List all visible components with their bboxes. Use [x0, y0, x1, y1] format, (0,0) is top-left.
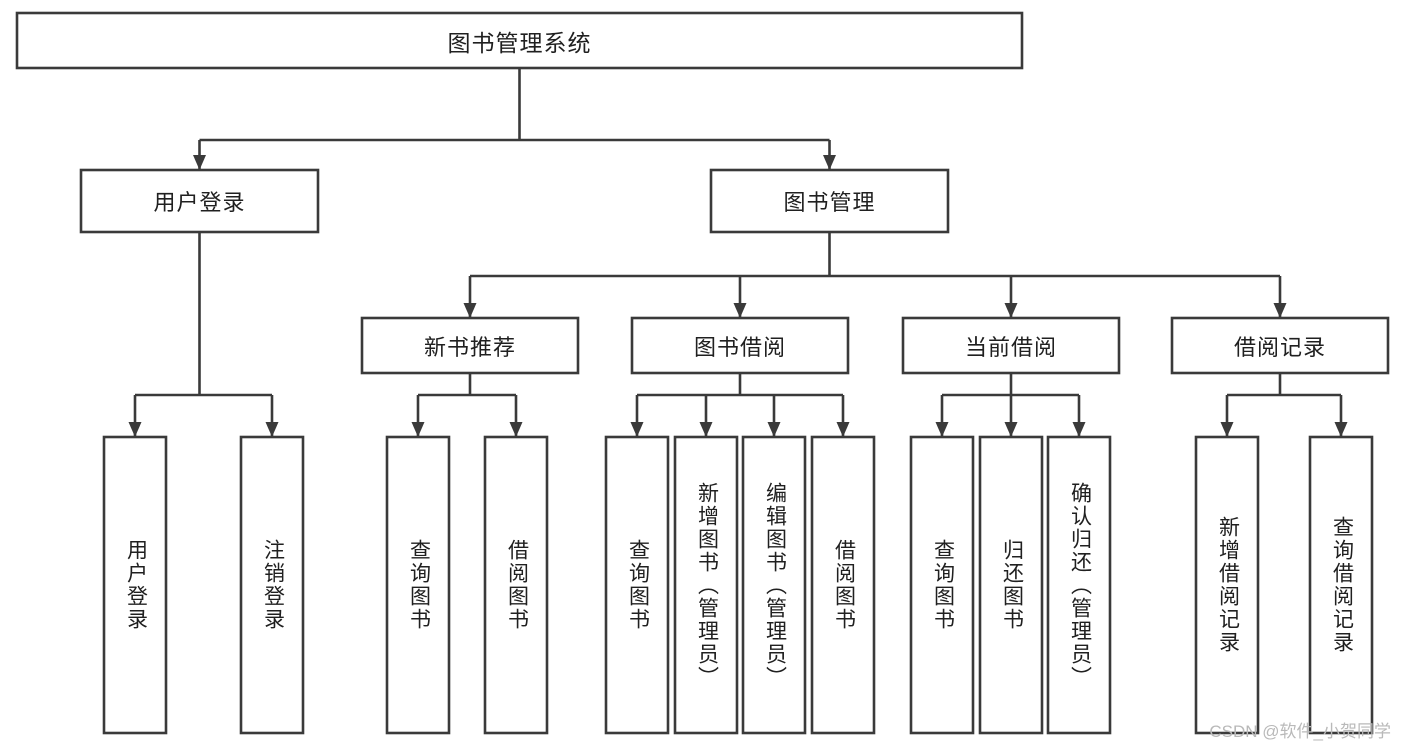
node-leaf-user-logout-box[interactable]: [239, 435, 305, 735]
arrowhead-leaf-query-book-rec: [411, 422, 425, 437]
node-new-book-recommend-box[interactable]: [360, 316, 580, 375]
arrowhead-leaf-user-login: [128, 422, 142, 437]
node-leaf-query-book-borrow-box[interactable]: [604, 435, 670, 735]
arrowhead-leaf-add-book-admin: [699, 422, 713, 437]
arrowhead-leaf-query-book-cur: [935, 422, 949, 437]
node-leaf-return-book-box[interactable]: [978, 435, 1044, 735]
arrowhead-leaf-edit-book-admin: [767, 422, 781, 437]
node-leaf-query-book-rec-box[interactable]: [385, 435, 451, 735]
arrowhead-new-book-recommend: [463, 303, 477, 318]
arrowhead-leaf-confirm-return-admin: [1072, 422, 1086, 437]
node-box-layer: [15, 11, 1390, 735]
node-current-borrow-box[interactable]: [901, 316, 1121, 375]
node-leaf-borrow-book-box[interactable]: [810, 435, 876, 735]
arrowhead-leaf-borrow-book-rec: [509, 422, 523, 437]
arrowhead-leaf-return-book: [1004, 422, 1018, 437]
node-leaf-query-borrow-record-box[interactable]: [1308, 435, 1374, 735]
arrowhead-leaf-query-book-borrow: [630, 422, 644, 437]
node-leaf-borrow-book-rec-box[interactable]: [483, 435, 549, 735]
arrowhead-book-borrow: [733, 303, 747, 318]
node-leaf-add-borrow-record-box[interactable]: [1194, 435, 1260, 735]
node-book-borrow-box[interactable]: [630, 316, 850, 375]
node-root-box[interactable]: [15, 11, 1024, 70]
connector-layer: [128, 68, 1348, 437]
arrowhead-leaf-borrow-book: [836, 422, 850, 437]
node-leaf-edit-book-admin-box[interactable]: [741, 435, 807, 735]
node-leaf-add-book-admin-box[interactable]: [673, 435, 739, 735]
node-borrow-record-box[interactable]: [1170, 316, 1390, 375]
arrowhead-user-login: [193, 155, 206, 170]
arrowhead-leaf-query-borrow-record: [1334, 422, 1348, 437]
arrowhead-borrow-record: [1273, 303, 1287, 318]
arrowhead-current-borrow: [1004, 303, 1018, 318]
node-leaf-confirm-return-admin-box[interactable]: [1046, 435, 1112, 735]
node-leaf-user-login-box[interactable]: [102, 435, 168, 735]
arrowhead-book-manage: [823, 155, 836, 170]
arrowhead-leaf-add-borrow-record: [1220, 422, 1234, 437]
node-book-manage-box[interactable]: [709, 168, 950, 234]
arrowhead-leaf-user-logout: [265, 422, 279, 437]
node-user-login-box[interactable]: [79, 168, 320, 234]
node-leaf-query-book-cur-box[interactable]: [909, 435, 975, 735]
